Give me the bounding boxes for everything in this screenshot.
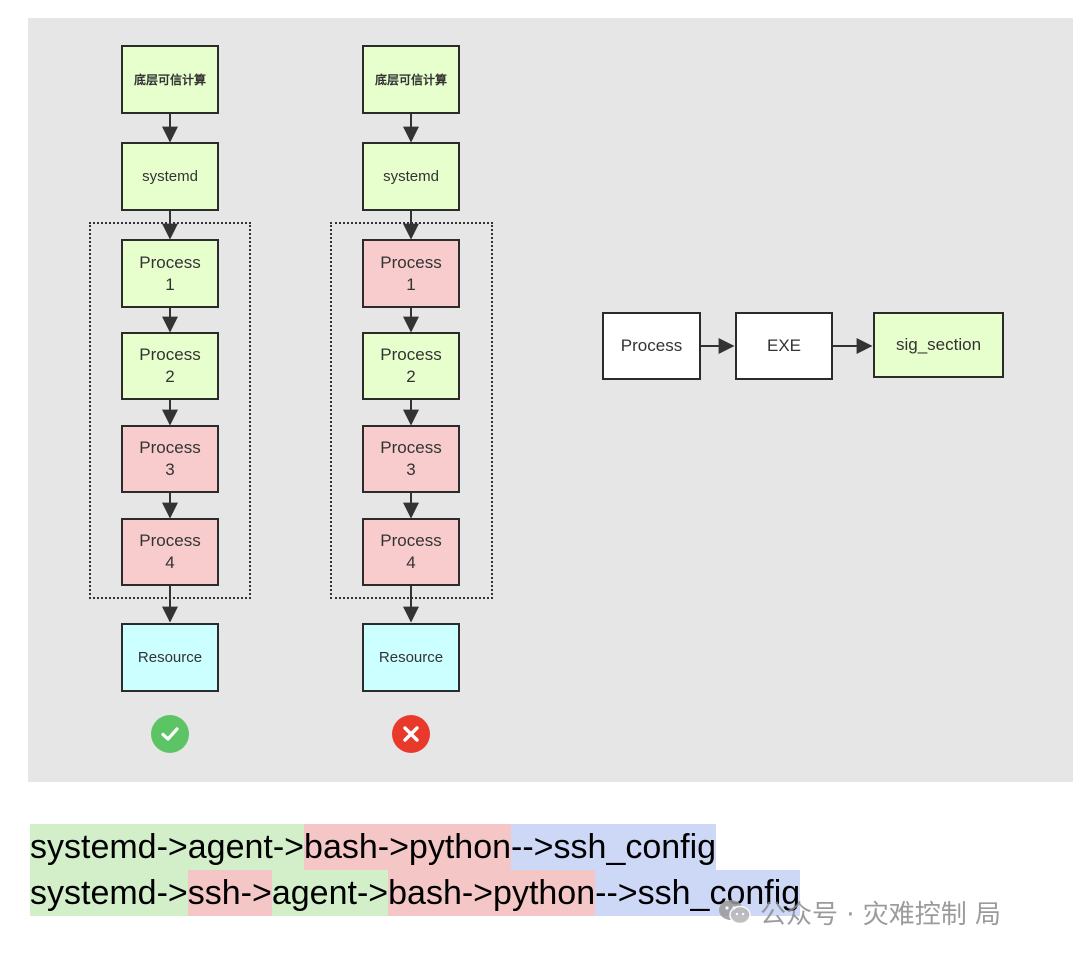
chain-line-1-seg-2: bash->python: [304, 824, 512, 870]
node-left-process-4: Process 4: [121, 518, 219, 586]
cross-circle-icon: [392, 715, 430, 753]
node-right-process-4: Process 4: [362, 518, 460, 586]
wechat-icon: [719, 900, 751, 925]
chain-line-2-seg-4: bash->python: [388, 870, 596, 916]
node-left-resource: Resource: [121, 623, 219, 692]
node-right-systemd: systemd: [362, 142, 460, 211]
cross-mark-icon: [403, 726, 419, 742]
node-left-process-3: Process 3: [121, 425, 219, 493]
node-left-process-2: Process 2: [121, 332, 219, 400]
chain-line-2-seg-5: -->ssh_config: [595, 870, 801, 916]
check-mark-icon: [161, 727, 179, 741]
watermark-text: 公众号 · 灾难控制 局: [760, 899, 1002, 930]
node-flow-process: Process: [602, 312, 701, 380]
node-flow-exe: EXE: [735, 312, 833, 380]
chain-line-1: systemd->agent->bash->python-->ssh_confi…: [30, 824, 717, 870]
watermark: 公众号 · 灾难控制 局: [718, 892, 1001, 932]
chain-line-2: systemd->ssh->agent->bash->python-->ssh_…: [30, 870, 801, 916]
node-right-resource: Resource: [362, 623, 460, 692]
node-right-process-1: Process 1: [362, 239, 460, 308]
node-left-process-1: Process 1: [121, 239, 219, 308]
chain-line-2-seg-3: agent->: [271, 870, 389, 916]
chain-line-1-seg-3: -->ssh_config: [511, 824, 717, 870]
node-right-process-2: Process 2: [362, 332, 460, 400]
chain-line-1-seg-1: systemd->agent->: [30, 824, 305, 870]
node-left-systemd: systemd: [121, 142, 219, 211]
node-left-trusted-compute: 底层可信计算: [121, 45, 219, 114]
check-circle-icon: [151, 715, 189, 753]
node-right-trusted-compute: 底层可信计算: [362, 45, 460, 114]
chain-line-2-seg-2: ssh->: [187, 870, 272, 916]
node-flow-sig-section: sig_section: [873, 312, 1004, 378]
chain-line-2-seg-1: systemd->: [30, 870, 188, 916]
process-group-right: [330, 222, 493, 599]
process-group-left: [89, 222, 251, 599]
node-right-process-3: Process 3: [362, 425, 460, 493]
